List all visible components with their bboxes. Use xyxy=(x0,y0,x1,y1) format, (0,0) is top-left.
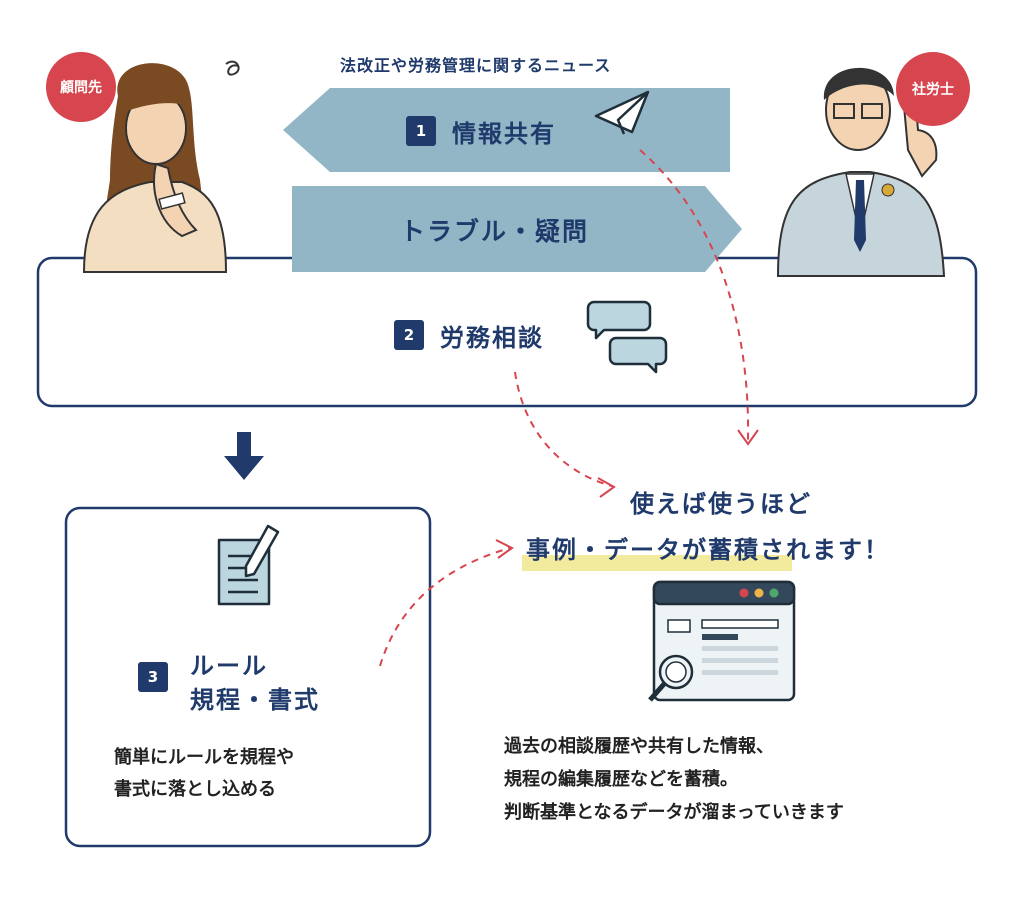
dashed-arrowhead-3 xyxy=(495,539,514,559)
chat-bubbles-icon xyxy=(586,300,668,374)
step3-description: 簡単にルールを規程や 書式に落とし込める xyxy=(114,742,294,806)
step3-label-line1: ルール xyxy=(190,652,268,680)
highlight-marker xyxy=(522,555,792,571)
accumulate-line1: 使えば使うほど xyxy=(630,490,812,518)
step3-description-line2: 書式に落とし込める xyxy=(114,779,276,800)
accumulate-description-line3: 判断基準となるデータが溜まっていきます xyxy=(504,802,844,823)
step2-number-badge: 2 xyxy=(394,320,424,350)
trouble-label: トラブル・疑問 xyxy=(400,217,590,246)
dashed-curve-from-rules xyxy=(379,547,511,667)
client-person-illustration xyxy=(82,60,240,273)
dashed-arrowhead-1 xyxy=(737,429,759,446)
dashed-arrowhead-2 xyxy=(597,477,616,498)
client-role-label: 顧問先 xyxy=(60,80,102,96)
step1-number-badge: 1 xyxy=(406,116,436,146)
down-arrow-icon xyxy=(224,432,264,480)
accumulate-description-line1: 過去の相談履歴や共有した情報、 xyxy=(504,736,774,757)
step3-number-badge: 3 xyxy=(138,662,168,692)
step3-description-line1: 簡単にルールを規程や xyxy=(114,747,294,768)
step2-label: 労務相談 xyxy=(440,324,544,352)
paper-plane-icon xyxy=(594,90,650,135)
news-caption: 法改正や労務管理に関するニュース xyxy=(340,56,612,75)
accumulate-description-line2: 規程の編集履歴などを蓄積。 xyxy=(504,769,738,790)
browser-search-icon xyxy=(648,580,796,702)
step3-box xyxy=(64,506,432,848)
step3-label-line2: 規程・書式 xyxy=(190,686,320,714)
client-role-badge: 顧問先 xyxy=(46,52,116,122)
step1-label: 情報共有 xyxy=(452,120,556,148)
accumulate-line2: 事例・データが蓄積されます！ xyxy=(526,536,890,564)
trouble-arrow xyxy=(292,186,742,272)
consultant-role-label: 社労士 xyxy=(912,82,954,98)
accumulate-description: 過去の相談履歴や共有した情報、 規程の編集履歴などを蓄積。 判断基準となるデータ… xyxy=(504,730,844,829)
consultant-role-badge: 社労士 xyxy=(896,52,970,126)
dashed-curve-from-share xyxy=(639,149,750,441)
document-pen-icon xyxy=(217,524,280,606)
